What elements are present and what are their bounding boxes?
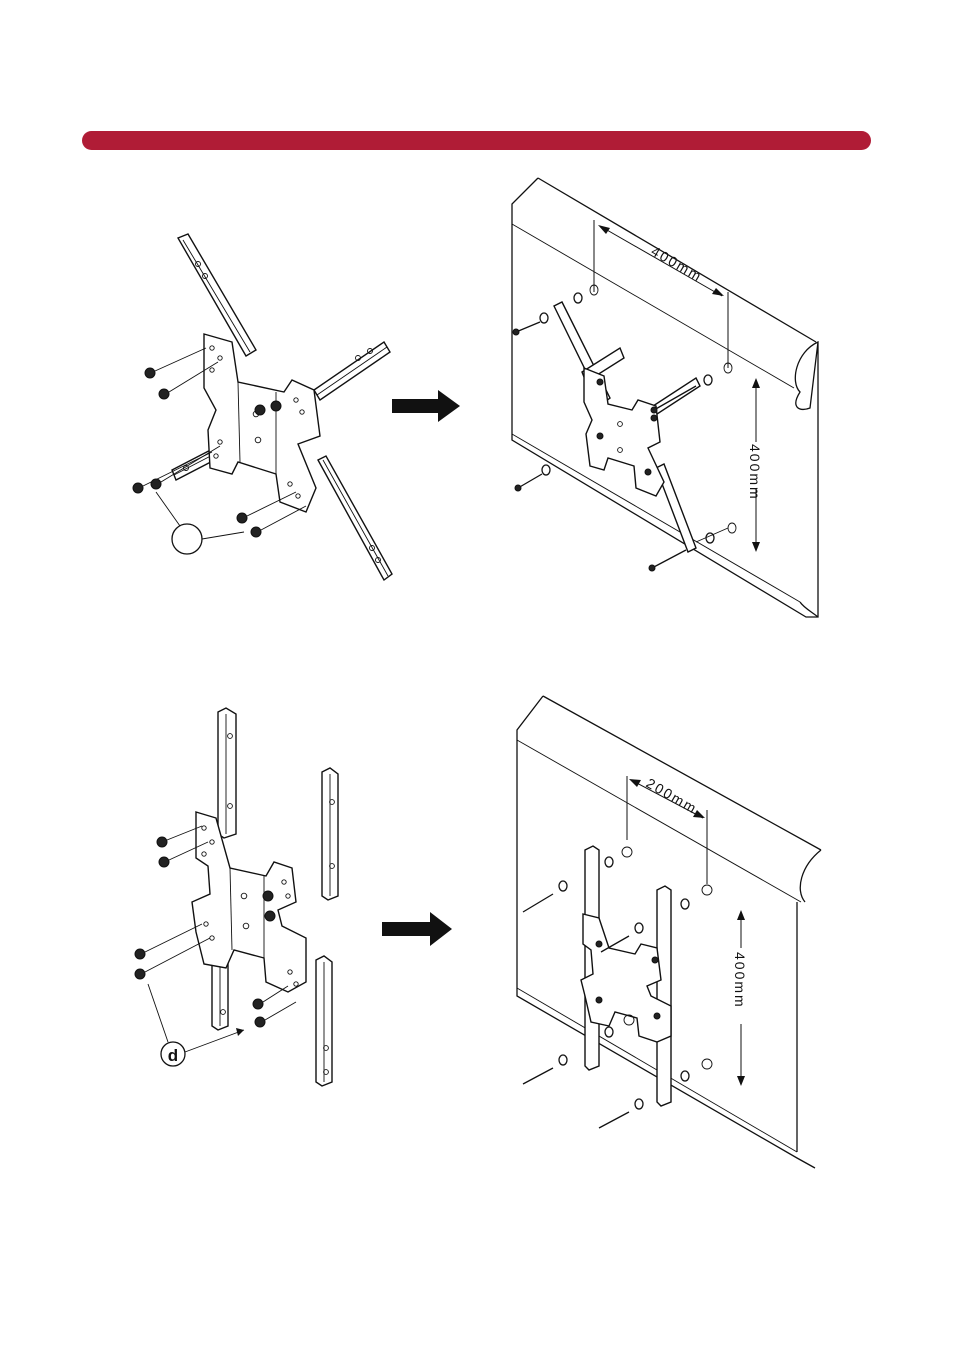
screw-icon [522, 893, 630, 1129]
horizontal-dimension-label: 200mm [644, 775, 701, 817]
bottom-exploded-bracket-diagram: d [134, 707, 339, 1087]
part-callout-circle [155, 491, 245, 555]
center-mounting-plate [203, 333, 321, 513]
bracket-rail-lower [317, 455, 393, 582]
tv-back-panel [516, 695, 822, 1169]
screw-icon [132, 347, 307, 538]
screw-icon [512, 321, 729, 572]
right-arrow-icon [392, 390, 460, 422]
vertical-dimension-label: 400mm [732, 952, 748, 1009]
part-callout-letter: d [168, 1046, 178, 1065]
vertical-dimension [737, 910, 745, 1086]
tv-back-panel [511, 177, 819, 618]
vertical-dimension [752, 378, 760, 552]
screw-icon [134, 825, 297, 1028]
bracket-rail-bottom-right [315, 955, 333, 1087]
bracket-rail-right [313, 341, 391, 401]
horizontal-dimension [593, 220, 729, 368]
horizontal-dimension-label: 400mm [649, 243, 706, 285]
bracket-rail-top-left [217, 707, 237, 839]
horizontal-dimension [626, 776, 708, 884]
bottom-mounted-tv-diagram: 200mm 400mm [516, 695, 822, 1169]
section-header-bar [82, 131, 871, 150]
center-mounting-plate [191, 811, 307, 993]
top-mounted-tv-diagram: 400mm 400mm [511, 177, 819, 618]
bracket-icon [553, 301, 701, 553]
top-exploded-bracket-diagram [132, 233, 393, 582]
bracket-icon [580, 845, 672, 1107]
vertical-dimension-label: 400mm [747, 444, 763, 501]
washer-icon [558, 846, 713, 1110]
bracket-rail-upper [176, 233, 257, 357]
part-callout-circle [147, 983, 245, 1067]
right-arrow-icon [382, 912, 452, 946]
bracket-rail-top-right [321, 767, 339, 901]
